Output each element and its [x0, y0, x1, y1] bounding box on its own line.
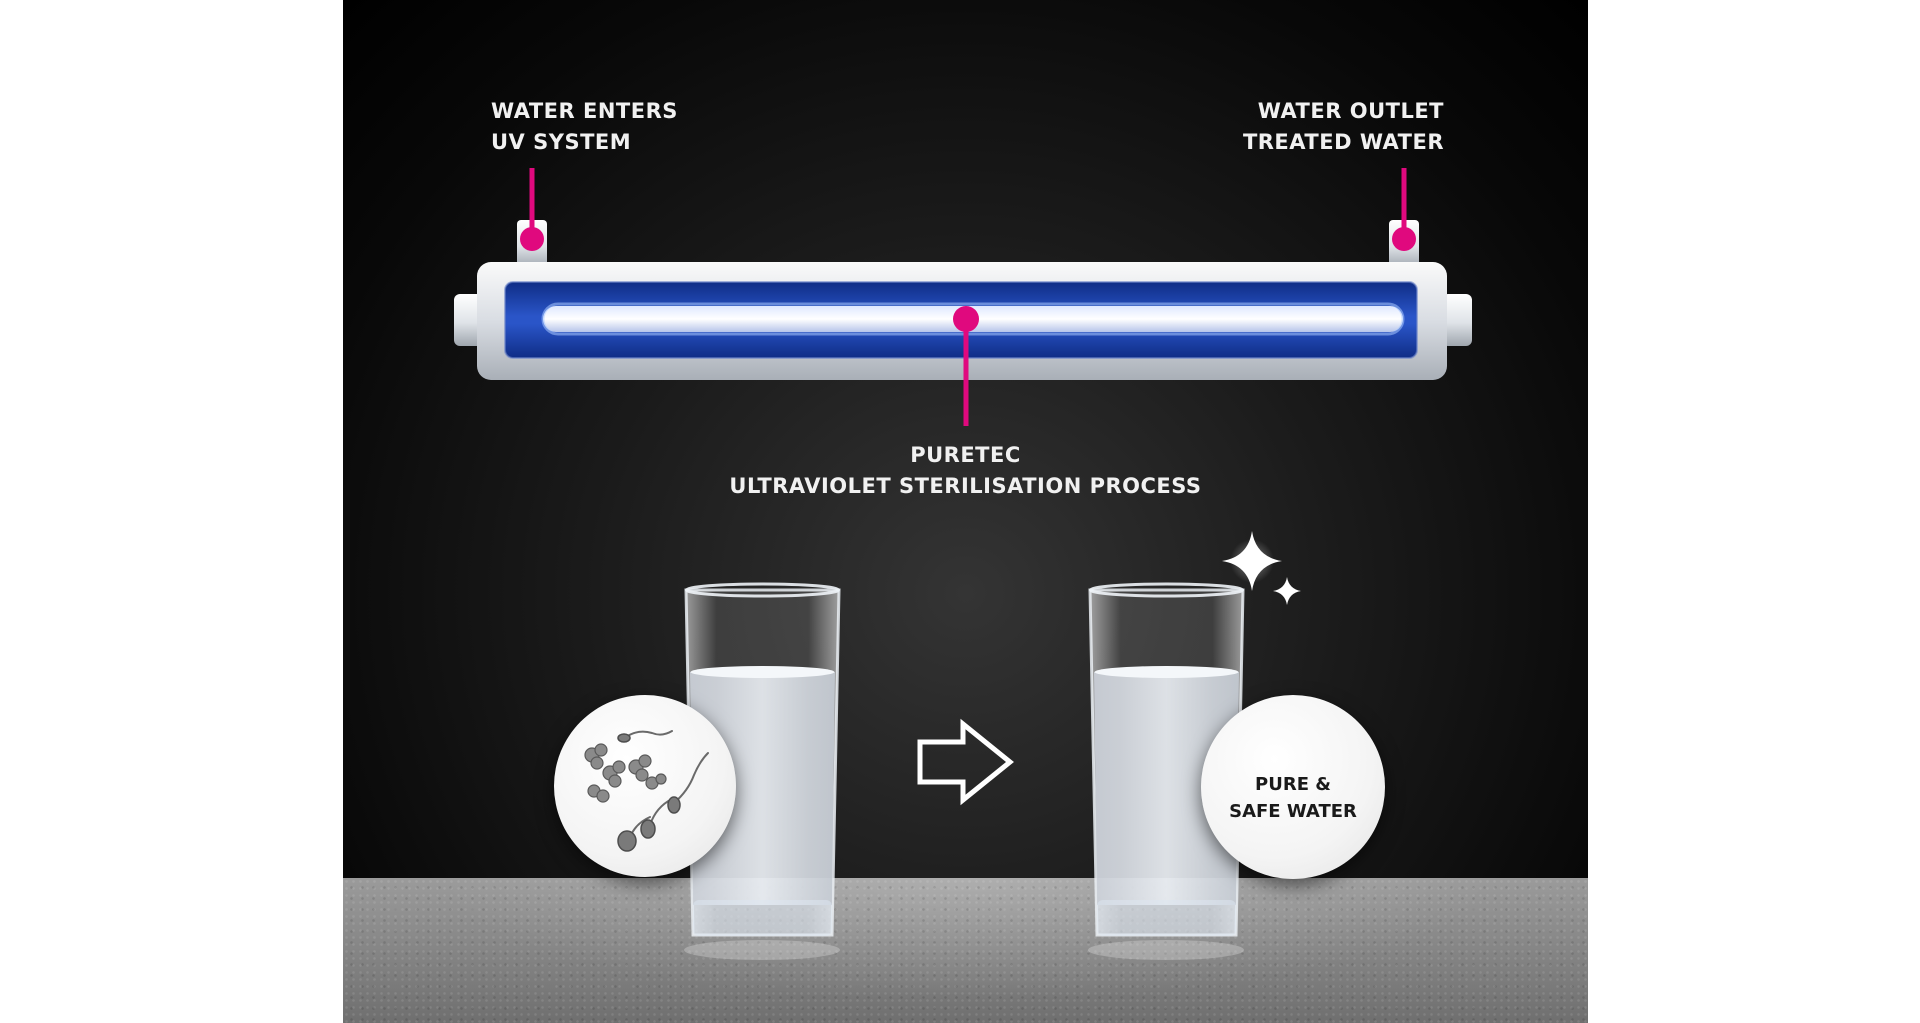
- inlet-end-fitting: [454, 294, 484, 346]
- right-arrow-outline-icon: [917, 718, 1014, 806]
- outlet-label-line-2: TREATED WATER: [1242, 130, 1444, 154]
- water-outlet-label: WATER OUTLET TREATED WATER: [1243, 96, 1444, 158]
- outlet-label-line-1: WATER OUTLET: [1257, 99, 1444, 123]
- inlet-label-line-1: WATER ENTERS: [491, 99, 678, 123]
- uv-diagram: PURE & SAFE WATER WATER ENTERS UV SYSTEM…: [343, 0, 1588, 1023]
- glass-water: [1094, 672, 1239, 905]
- inlet-marker: [520, 168, 544, 251]
- inlet-label-line-2: UV SYSTEM: [491, 130, 632, 154]
- germs-bubble: [554, 695, 736, 877]
- outlet-end-fitting: [1442, 294, 1472, 346]
- germs-icon: [584, 730, 709, 852]
- pure-label-line-2: SAFE WATER: [1229, 801, 1357, 822]
- pure-water-bubble: PURE & SAFE WATER: [1201, 695, 1385, 879]
- process-label-line-2: ULTRAVIOLET STERILISATION PROCESS: [729, 474, 1202, 498]
- pure-safe-water-label: PURE & SAFE WATER: [1201, 771, 1385, 825]
- untreated-glass: [684, 582, 841, 960]
- dark-background: [343, 0, 1588, 1023]
- pure-label-line-1: PURE &: [1255, 774, 1331, 795]
- process-label-line-1: PURETEC: [910, 443, 1021, 467]
- process-marker: [953, 306, 979, 426]
- diagram-graphics: [454, 168, 1472, 960]
- water-enters-label: WATER ENTERS UV SYSTEM: [491, 96, 678, 158]
- uv-tube: [454, 220, 1472, 380]
- treated-glass: [1088, 582, 1245, 960]
- sparkle-icon: [1222, 531, 1301, 605]
- outlet-marker: [1392, 168, 1416, 251]
- stone-countertop: [343, 878, 1588, 1023]
- process-label: PURETEC ULTRAVIOLET STERILISATION PROCES…: [343, 440, 1588, 502]
- glass-water: [690, 672, 835, 905]
